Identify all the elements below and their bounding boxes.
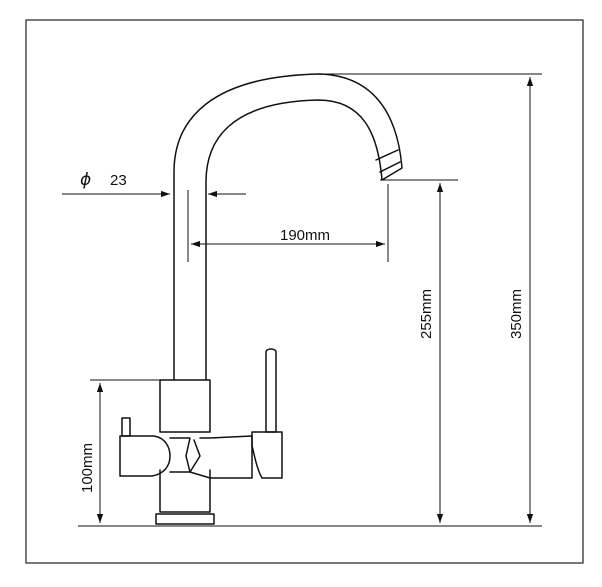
- faucet-body: [159, 379, 211, 433]
- left-handle: [119, 435, 171, 477]
- dimension-lines: [62, 73, 542, 527]
- total-height-label: 350mm: [508, 289, 525, 339]
- left-handle-collar: [169, 437, 191, 473]
- body-height-label: 100mm: [79, 443, 96, 493]
- spout-height-label: 255mm: [418, 289, 435, 339]
- right-handle-lever: [265, 348, 277, 433]
- spout-tip: [375, 149, 401, 173]
- diameter-value: 23: [110, 172, 127, 189]
- faucet-body-lower: [159, 469, 211, 513]
- faucet: [119, 73, 403, 525]
- faucet-spout: [173, 73, 403, 381]
- right-handle-collar: [189, 435, 253, 479]
- drawing-frame: [25, 19, 584, 564]
- diameter-symbol: ϕ: [80, 170, 91, 190]
- spout-reach-label: 190mm: [280, 227, 330, 244]
- faucet-base: [155, 513, 215, 525]
- left-handle-lever: [121, 417, 131, 437]
- right-handle: [251, 431, 283, 479]
